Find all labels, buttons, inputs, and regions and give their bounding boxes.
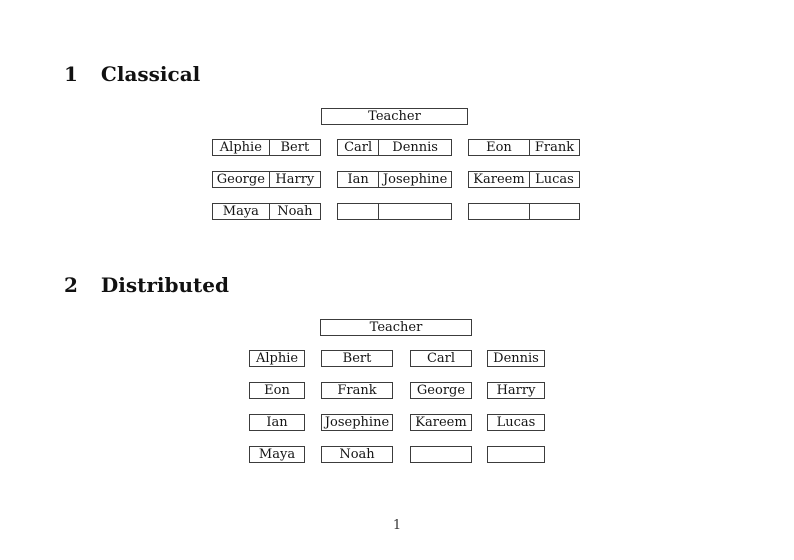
seat-box: Bert xyxy=(321,350,393,367)
seat-label: Harry xyxy=(496,383,536,398)
seat-cell: Harry xyxy=(275,172,315,187)
seat-cell-empty xyxy=(338,204,380,219)
seat-label: George xyxy=(416,383,466,398)
page-number: 1 xyxy=(392,518,402,533)
section-number: 2 xyxy=(64,273,78,297)
seat-label: Noah xyxy=(339,447,375,462)
seat-pair-box: Ian Josephine xyxy=(337,171,452,188)
seat-label: Kareem xyxy=(415,415,467,430)
seat-cell: Lucas xyxy=(535,172,574,187)
seat-label: Ian xyxy=(266,415,288,430)
teacher-label: Teacher xyxy=(368,109,421,124)
seat-cell: Maya xyxy=(213,204,270,219)
seat-label: Eon xyxy=(264,383,290,398)
teacher-box: Teacher xyxy=(321,108,468,125)
seat-cell: George xyxy=(213,172,270,187)
seat-label: Lucas xyxy=(496,415,536,430)
seat-box: Harry xyxy=(487,382,545,399)
seat-label: Alphie xyxy=(255,351,299,366)
section-title: Distributed xyxy=(100,273,229,297)
seat-box: Noah xyxy=(321,446,393,463)
seat-label: Maya xyxy=(258,447,296,462)
teacher-box: Teacher xyxy=(320,319,472,336)
seat-label-empty xyxy=(488,447,544,462)
seat-label: Frank xyxy=(337,383,377,398)
seat-cell: Frank xyxy=(534,140,575,155)
seat-box: Ian xyxy=(249,414,305,431)
seat-box: Frank xyxy=(321,382,393,399)
seat-cell: Eon xyxy=(469,140,530,155)
seat-label: Dennis xyxy=(493,351,539,366)
seat-cell: Dennis xyxy=(392,140,438,155)
seat-cell: Noah xyxy=(277,204,313,219)
seat-pair-box: Eon Frank xyxy=(468,139,580,156)
seat-label-empty xyxy=(411,447,471,462)
seat-pair-box: George Harry xyxy=(212,171,321,188)
seat-cell: Ian xyxy=(338,172,380,187)
seat-pair-box: Kareem Lucas xyxy=(468,171,580,188)
seat-pair-box: Alphie Bert xyxy=(212,139,321,156)
seat-label: Bert xyxy=(342,351,372,366)
seat-label: Josephine xyxy=(324,415,390,430)
seat-cell-empty xyxy=(469,204,530,219)
seat-box: Alphie xyxy=(249,350,305,367)
seat-pair-box-empty xyxy=(337,203,452,220)
teacher-label: Teacher xyxy=(369,320,423,335)
seat-pair-box-empty xyxy=(468,203,580,220)
section-heading-distributed: 2 Distributed xyxy=(64,274,229,297)
seat-cell-empty xyxy=(379,204,451,219)
seat-box-empty xyxy=(410,446,472,463)
seat-box: Kareem xyxy=(410,414,472,431)
seat-pair-box: Carl Dennis xyxy=(337,139,452,156)
section-title: Classical xyxy=(100,62,201,86)
section-number: 1 xyxy=(64,62,78,86)
seat-label: Carl xyxy=(426,351,456,366)
seat-cell: Kareem xyxy=(469,172,530,187)
seat-box-empty xyxy=(487,446,545,463)
seat-cell: Carl xyxy=(338,140,380,155)
seat-box: Eon xyxy=(249,382,305,399)
seat-cell-empty xyxy=(530,204,579,219)
seat-cell: Bert xyxy=(280,140,310,155)
seat-cell: Josephine xyxy=(382,172,448,187)
section-heading-classical: 1 Classical xyxy=(64,63,200,86)
seat-box: Lucas xyxy=(487,414,545,431)
seat-box: George xyxy=(410,382,472,399)
seat-box: Maya xyxy=(249,446,305,463)
seat-box: Josephine xyxy=(321,414,393,431)
seat-cell: Alphie xyxy=(213,140,270,155)
seat-box: Dennis xyxy=(487,350,545,367)
seat-box: Carl xyxy=(410,350,472,367)
seat-pair-box: Maya Noah xyxy=(212,203,321,220)
